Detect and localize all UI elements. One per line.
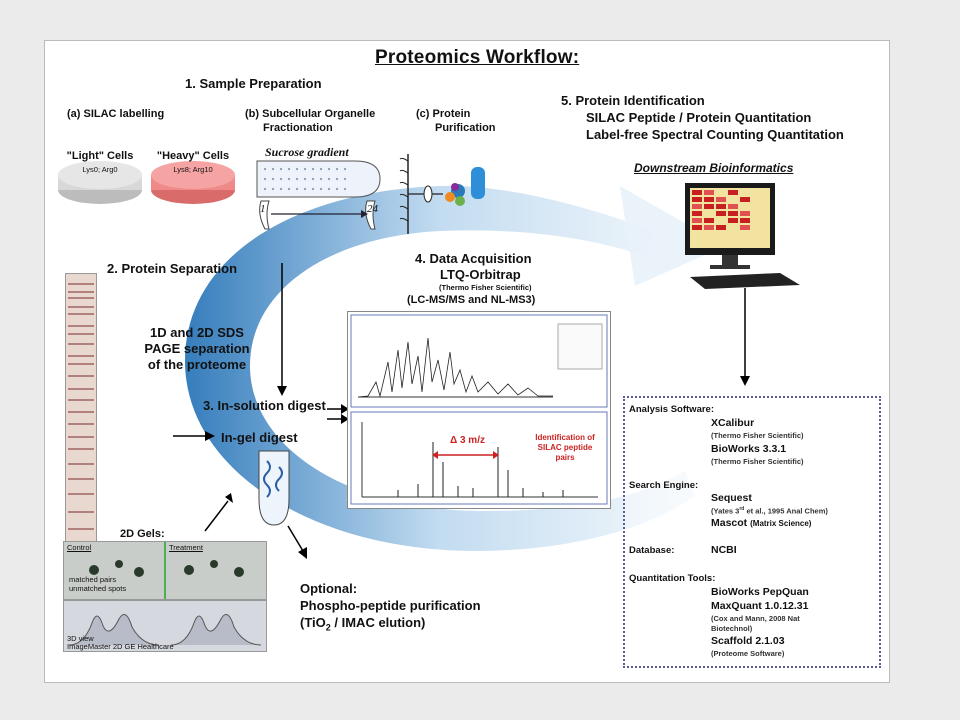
fractionation-label-2: Fractionation [263,122,333,134]
step4-line4: (LC-MS/MS and NL-MS3) [407,294,536,306]
computer-monitor-icon [685,183,800,289]
gel-3d-note1: 3D view [67,634,94,643]
fractionation-label-1: (b) Subcellular Organelle [245,108,376,120]
sds-line3: of the proteome [147,357,247,372]
ring-arrow-body [185,185,695,551]
optional-line2: Phospho-peptide purification [300,598,481,613]
optional-line1: Optional: [300,581,358,596]
ident-line1: Identification of [535,433,595,442]
step4-line2: LTQ-Orbitrap [440,267,521,282]
downstream-label: Downstream Bioinformatics [634,161,794,175]
slide: Proteomics Workflow: 1. Sample Preparati… [44,40,890,683]
step5-line1: 5. Protein Identification [561,93,705,108]
purification-label-1: (c) Protein [416,108,471,120]
in-gel-digest: In-gel digest [221,430,298,445]
heavy-cells-label: "Heavy" Cells [156,150,230,162]
search-engine-label: Search Engine: [629,480,699,491]
arrow-optional [287,525,304,552]
arrow-gels-up [204,500,229,532]
step5-line2: SILAC Peptide / Protein Quantitation [586,110,812,125]
gel-control-label: Control [67,543,92,552]
step1-heading: 1. Sample Preparation [185,76,322,91]
gel-note-matched: matched pairs [69,575,117,584]
gel-note-unmatched: unmatched spots [69,584,127,593]
in-solution-digest: 3. In-solution digest [203,398,326,413]
xcalibur: XCalibur [711,417,755,429]
digest-tube-icon [258,450,290,526]
ident-line2: SILAC peptide [537,443,593,452]
bioworks-vendor: (Thermo Fisher Scientific) [711,457,804,466]
sequest-ref: (Yates 3rd et al., 1995 Anal Chem) [711,506,828,516]
maxquant: MaxQuant 1.0.12.31 [711,600,809,612]
analysis-software-label: Analysis Software: [629,404,714,415]
database-label: Database: [629,545,675,556]
light-cells-sub: Lys0; Arg0 [82,165,118,174]
maxquant-ref2: Biotechnol) [711,624,753,633]
step4-line1: 4. Data Acquisition [415,251,532,266]
step5-line3: Label-free Spectral Counting Quantitatio… [586,127,844,142]
2d-gels-label: 2D Gels: [120,528,165,540]
scaffold-vendor: (Proteome Software) [711,649,785,658]
2d-gel-images [63,541,267,600]
scaffold: Scaffold 2.1.03 [711,635,785,647]
mass-spectra-panel [347,311,611,509]
ring-arrow-head [620,186,725,286]
silac-label: (a) SILAC labelling [67,108,165,120]
purification-icon [399,154,485,234]
heavy-cells-sub: Lys8; Arg10 [173,165,213,174]
sucrose-label: Sucrose gradient [265,145,349,159]
purification-label-2: Purification [435,122,496,134]
step2-heading: 2. Protein Separation [107,261,238,276]
mascot: Mascot (Matrix Science) [711,517,812,529]
sucrose-tube [256,160,381,230]
sequest: Sequest [711,492,752,504]
page-title: Proteomics Workflow: [375,47,580,68]
quantitation-tools-label: Quantitation Tools: [629,573,716,584]
workflow-ring [173,185,750,559]
3d-gel-view [63,600,267,652]
optional-line3: (TiO2 / IMAC elution) [300,615,426,633]
maxquant-ref1: (Cox and Mann, 2008 Nat [711,614,800,623]
fraction-start: 1 [260,203,266,215]
bioworks: BioWorks 3.3.1 [711,443,787,455]
xcalibur-vendor: (Thermo Fisher Scientific) [711,431,804,440]
gel-treatment-label: Treatment [169,543,203,552]
sds-line2: PAGE separation [144,341,250,356]
gel-3d-note2: ImageMaster 2D GE Healthcare [67,642,174,651]
step4-line3: (Thermo Fisher Scientific) [439,283,532,292]
delta-mz-label: Δ 3 m/z [450,435,485,446]
ident-line3: pairs [555,453,575,462]
ncbi: NCBI [711,544,737,556]
sds-line1: 1D and 2D SDS [150,325,244,340]
cell-dishes [58,161,235,204]
analysis-tools-box: Analysis Software: XCalibur (Thermo Fish… [623,396,881,668]
fraction-end: 24 [367,203,378,215]
1d-gel-lane [65,273,97,543]
bioworks-pepquan: BioWorks PepQuan [711,586,809,598]
light-cells-label: "Light" Cells [66,150,134,162]
